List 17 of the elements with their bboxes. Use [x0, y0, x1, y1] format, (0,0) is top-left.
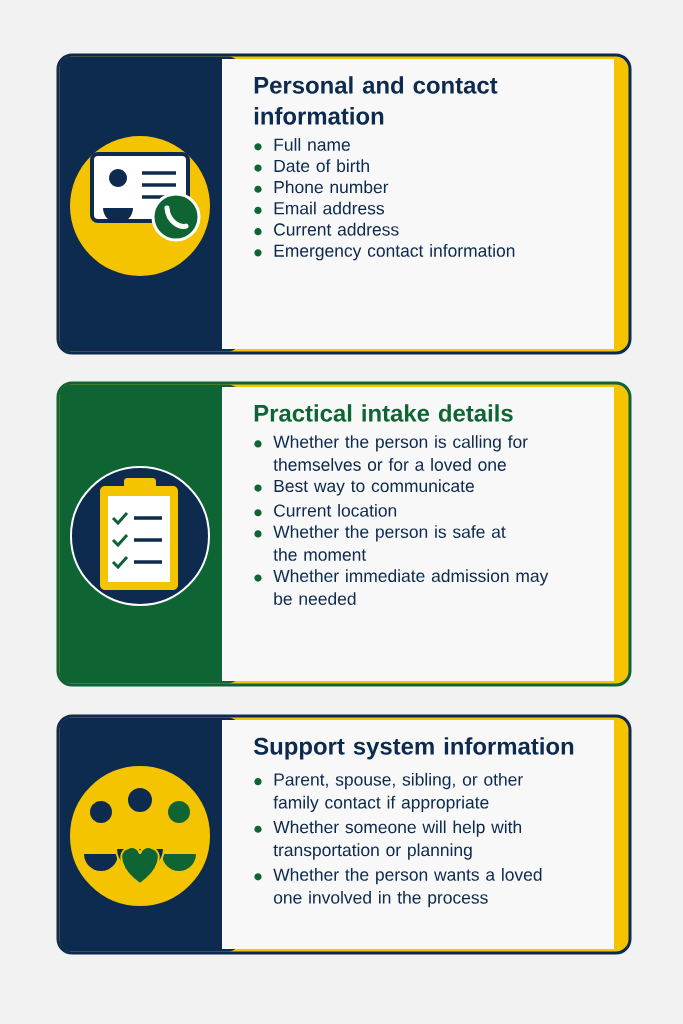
bullet-item: Emergency contact information [274, 244, 515, 261]
card-heading: Support system information [253, 737, 574, 760]
bullet-item: Phone number [274, 180, 389, 194]
bullet-item: Whether the person is safe at the moment [273, 525, 506, 561]
card-heading: Personal and contact information [254, 76, 498, 125]
bullet-item: Whether someone will help with transportation or planning [273, 820, 522, 860]
bullet-item: Best way to communicate [274, 479, 474, 496]
bullet-item: Email address [274, 201, 384, 215]
card-heading: Practical intake details [254, 404, 513, 422]
bullet-item: Current location [274, 503, 397, 517]
bullet-item: Full name [274, 138, 350, 151]
bullet-item: Whether the person wants a loved one involved in the process [273, 868, 542, 908]
bullet-item: Current address [274, 222, 399, 236]
bullet-item: Whether immediate admission may be needed [273, 569, 549, 605]
bullet-item: Date of birth [274, 159, 369, 173]
bullet-item: Whether the person is calling for themselves or for a loved one [273, 435, 528, 471]
bullet-item: Parent, spouse, sibling, or other family contact if appropriate [273, 772, 523, 813]
